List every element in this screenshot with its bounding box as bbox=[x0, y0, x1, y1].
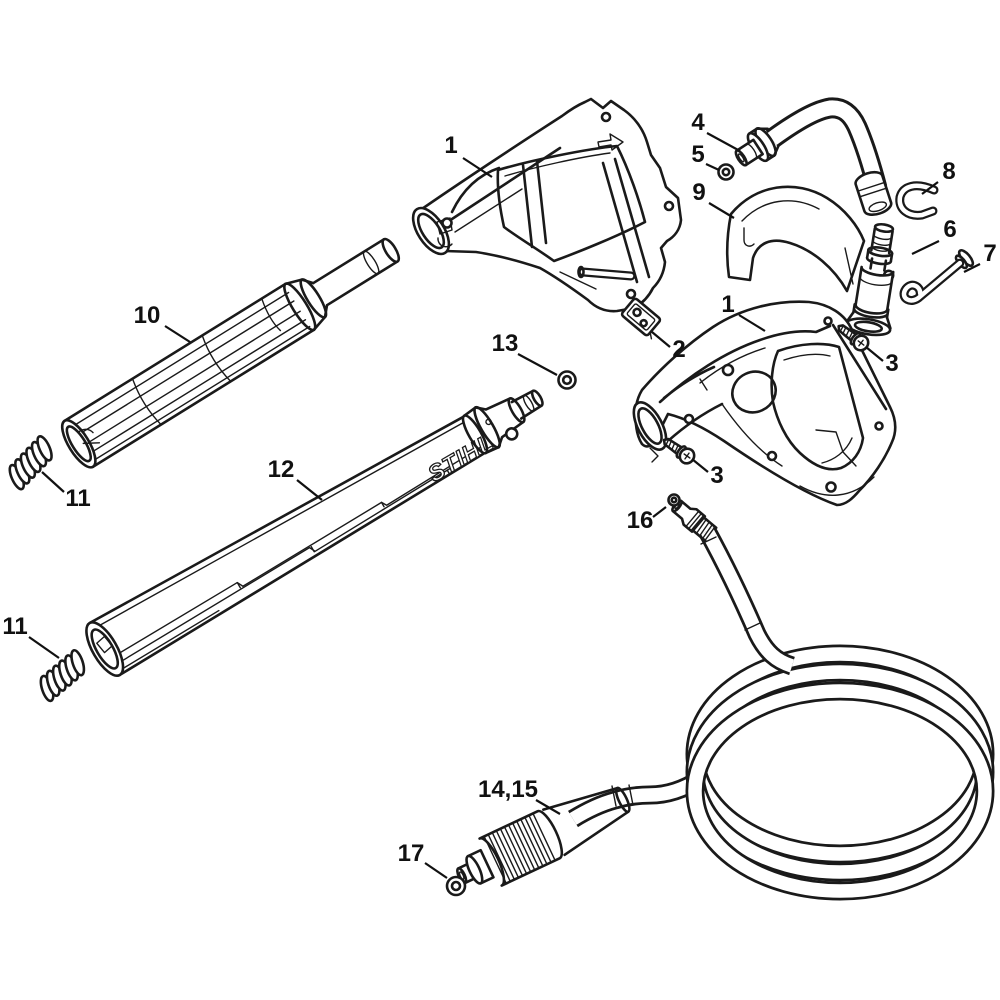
callout-leader-10 bbox=[164, 325, 191, 343]
o-ring-16 bbox=[667, 493, 681, 507]
part-number-label-3: 3 bbox=[710, 462, 723, 489]
callout-leader-11 bbox=[41, 471, 65, 493]
spring-upper bbox=[8, 435, 53, 491]
part-number-label-7: 7 bbox=[983, 240, 996, 267]
gun-housing-upper-half bbox=[411, 97, 683, 313]
part-number-label-2: 2 bbox=[672, 336, 685, 363]
callout-leader-9 bbox=[708, 202, 735, 219]
callout-leader-11 bbox=[28, 636, 60, 659]
part-number-label-12: 12 bbox=[268, 456, 295, 483]
u-clip bbox=[895, 181, 939, 220]
part-number-label-6: 6 bbox=[943, 216, 956, 243]
o-ring-17 bbox=[445, 875, 467, 897]
screw-lower bbox=[662, 437, 696, 465]
tube-end-collar bbox=[854, 170, 893, 217]
part-number-label-4: 4 bbox=[691, 109, 705, 136]
part-number-label-9: 9 bbox=[692, 179, 705, 206]
o-ring-13 bbox=[557, 370, 577, 390]
grip-tube bbox=[60, 237, 401, 469]
callout-leader-6 bbox=[911, 240, 940, 255]
part-number-label-1: 1 bbox=[444, 132, 457, 159]
part-number-label-10: 10 bbox=[134, 302, 161, 329]
high-pressure-hose bbox=[568, 526, 995, 901]
callout-leader-17 bbox=[424, 862, 448, 879]
trigger-cover bbox=[725, 185, 866, 293]
callout-leader-13 bbox=[517, 353, 558, 376]
tube-nipple bbox=[734, 126, 780, 167]
spring-lower bbox=[39, 648, 86, 703]
callout-leader-2 bbox=[651, 331, 671, 348]
callout-leader-4 bbox=[706, 132, 741, 152]
callout-leader-16 bbox=[652, 506, 667, 518]
o-ring-5 bbox=[717, 163, 735, 181]
part-number-label-3: 3 bbox=[885, 350, 898, 377]
spring-pin bbox=[899, 248, 975, 305]
part-number-label-8: 8 bbox=[942, 158, 955, 185]
callout-leader-1 bbox=[462, 157, 493, 178]
callout-leader-3 bbox=[691, 458, 709, 473]
hose-coupling bbox=[456, 786, 631, 887]
part-number-label-16: 16 bbox=[627, 507, 654, 534]
outlet-tube bbox=[734, 97, 893, 217]
callout-leader-12 bbox=[296, 479, 323, 501]
part-number-label-17: 17 bbox=[398, 840, 425, 867]
part-number-label-14,15: 14,15 bbox=[478, 776, 538, 803]
part-number-label-5: 5 bbox=[691, 141, 704, 168]
callout-leader-8 bbox=[921, 181, 939, 195]
callout-leader-5 bbox=[705, 163, 720, 171]
callout-leader-7 bbox=[963, 263, 981, 273]
retainer-plate bbox=[620, 297, 662, 340]
part-number-label-11: 11 bbox=[2, 613, 27, 640]
molded-arrow-mark bbox=[597, 133, 624, 151]
gun-housing-lower-half bbox=[632, 300, 897, 507]
part-number-label-11: 11 bbox=[65, 485, 90, 512]
part-number-label-13: 13 bbox=[492, 330, 519, 357]
callout-leader-3 bbox=[865, 346, 884, 362]
valve-assembly bbox=[845, 222, 895, 337]
part-number-label-1: 1 bbox=[721, 291, 734, 318]
callout-leader-14,15 bbox=[535, 799, 561, 815]
callout-leader-1 bbox=[738, 314, 766, 332]
